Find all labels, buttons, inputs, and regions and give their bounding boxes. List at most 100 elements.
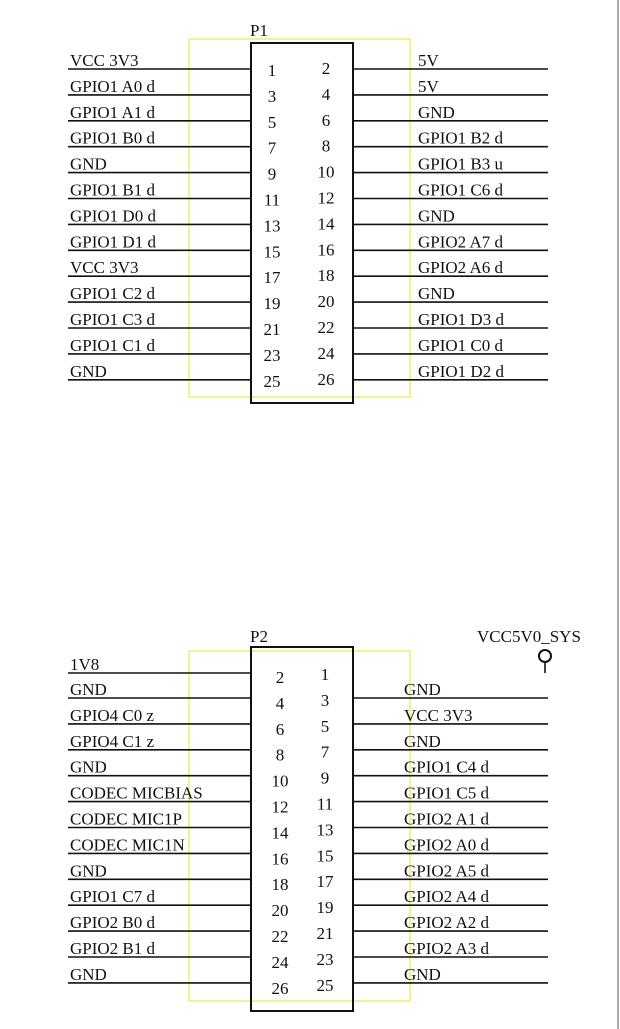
p2-pin-19: 19	[317, 898, 334, 917]
p2-pin-5: 5	[321, 717, 330, 736]
p2-left-net-8: GND	[70, 861, 107, 880]
p2-right-net-9: GPIO2 A4 d	[404, 887, 490, 906]
p2-right-net-10: GPIO2 A2 d	[404, 913, 490, 932]
p1-left-net-10: GPIO1 C2 d	[70, 284, 156, 303]
p1-pin-5: 5	[268, 113, 277, 132]
p2-pin-8: 8	[276, 746, 285, 765]
p1-left-net-4: GPIO1 B0 d	[70, 129, 156, 148]
p2-ref-label: P2	[250, 627, 268, 646]
p1-pin-11: 11	[264, 191, 280, 210]
p1-left-net-6: GPIO1 B1 d	[70, 181, 156, 200]
p2-right-net-6: GPIO2 A1 d	[404, 810, 490, 829]
p1-pin-23: 23	[264, 346, 281, 365]
p1-pin-3: 3	[268, 87, 277, 106]
p1-left-net-8: GPIO1 D1 d	[70, 232, 156, 251]
p2-pin-11: 11	[317, 795, 333, 814]
p2-pin-6: 6	[276, 720, 285, 739]
p1-pin-numbers: 1357911131517192123252468101214161820222…	[264, 59, 336, 391]
p2-pin-20: 20	[272, 901, 289, 920]
p2-pin-numbers: 2468101214161820222426135791113151719212…	[272, 665, 335, 998]
p2-highlight-box	[188, 650, 411, 1002]
p1-left-wires	[68, 68, 251, 381]
p1-right-net-6: GPIO1 C6 d	[418, 181, 504, 200]
p1-pin-14: 14	[318, 214, 336, 233]
p1-left-net-5: GND	[70, 155, 107, 174]
p1-pin-25: 25	[264, 372, 281, 391]
p1-right-net-11: GPIO1 D3 d	[418, 310, 504, 329]
p1-right-net-9: GPIO2 A6 d	[418, 258, 504, 277]
p2-right-wires	[353, 697, 548, 984]
p1-pin-9: 9	[268, 165, 277, 184]
p1-pin-24: 24	[318, 344, 336, 363]
p1-left-net-2: GPIO1 A0 d	[70, 77, 156, 96]
p1-right-wires	[353, 68, 548, 381]
p1-pin-7: 7	[268, 139, 277, 158]
p1-pin-8: 8	[322, 137, 331, 156]
p1-pin-13: 13	[264, 216, 281, 235]
p2-left-net-1: GND	[70, 680, 107, 699]
p1-pin-19: 19	[264, 294, 281, 313]
p1-right-net-7: GND	[418, 206, 455, 225]
p2-pin-16: 16	[272, 849, 289, 868]
p2-pin-13: 13	[317, 820, 334, 839]
p2-left-wires	[68, 697, 251, 984]
p2-pin-4: 4	[276, 694, 285, 713]
connector-p1: P1 VCC 3V3 GPIO1 A0 d GPIO1 A1 d GPIO1 B0 d…	[68, 21, 548, 404]
p1-pin-10: 10	[318, 163, 335, 182]
p2-right-net-1: GND	[404, 680, 441, 699]
p1-pin-26: 26	[318, 370, 335, 389]
p2-pin-24: 24	[272, 953, 290, 972]
p2-body	[250, 646, 354, 1012]
p1-right-net-8: GPIO2 A7 d	[418, 232, 504, 251]
p1-pin-4: 4	[322, 85, 331, 104]
p1-right-net-3: GND	[418, 103, 455, 122]
p1-right-net-1: 5V	[418, 51, 440, 70]
p2-left-net-12: GND	[70, 965, 107, 984]
p2-left-net-5: CODEC MICBIAS	[70, 784, 203, 803]
p2-pin-23: 23	[317, 950, 334, 969]
p1-left-net-11: GPIO1 C3 d	[70, 310, 156, 329]
p2-pin-14: 14	[272, 823, 290, 842]
p1-left-net-3: GPIO1 A1 d	[70, 103, 156, 122]
p2-net-1v8: 1V8	[70, 655, 99, 674]
power-port-circle	[538, 649, 552, 663]
p1-pin-12: 12	[318, 189, 335, 208]
p1-pin-15: 15	[264, 242, 281, 261]
p2-pin-9: 9	[321, 769, 330, 788]
p2-left-net-10: GPIO2 B0 d	[70, 913, 156, 932]
p1-right-net-10: GND	[418, 284, 455, 303]
p1-pin-17: 17	[264, 268, 282, 287]
p1-right-net-4: GPIO1 B2 d	[418, 129, 504, 148]
p2-left-net-3: GPIO4 C1 z	[70, 732, 155, 751]
p2-pin-22: 22	[272, 927, 289, 946]
p1-left-net-13: GND	[70, 362, 107, 381]
p1-right-net-5: GPIO1 B3 u	[418, 155, 504, 174]
p2-right-net-2: VCC 3V3	[404, 706, 472, 725]
p2-pin-1: 1	[321, 665, 330, 684]
p1-left-net-9: VCC 3V3	[70, 258, 138, 277]
p1-left-labels: VCC 3V3 GPIO1 A0 d GPIO1 A1 d GPIO1 B0 d GND…	[70, 51, 156, 381]
p1-pin-18: 18	[318, 266, 335, 285]
p2-left-net-4: GND	[70, 758, 107, 777]
p2-right-net-4: GPIO1 C4 d	[404, 758, 490, 777]
p1-pin-16: 16	[318, 240, 335, 259]
p1-ref-label: P1	[250, 21, 268, 40]
p1-pin-21: 21	[264, 320, 281, 339]
p1-pin-2: 2	[322, 59, 331, 78]
p2-right-net-8: GPIO2 A5 d	[404, 861, 490, 880]
p1-pin-22: 22	[318, 318, 335, 337]
p2-pin-26: 26	[272, 979, 289, 998]
p2-left-net-11: GPIO2 B1 d	[70, 939, 156, 958]
p2-left-net-6: CODEC MIC1P	[70, 810, 182, 829]
p2-pin-12: 12	[272, 798, 289, 817]
p1-highlight-box	[188, 38, 411, 398]
p2-pin-2: 2	[276, 668, 285, 687]
p2-pin-15: 15	[317, 846, 334, 865]
p2-pin-18: 18	[272, 875, 289, 894]
p1-left-net-7: GPIO1 D0 d	[70, 206, 156, 225]
p2-pin-7: 7	[321, 743, 330, 762]
